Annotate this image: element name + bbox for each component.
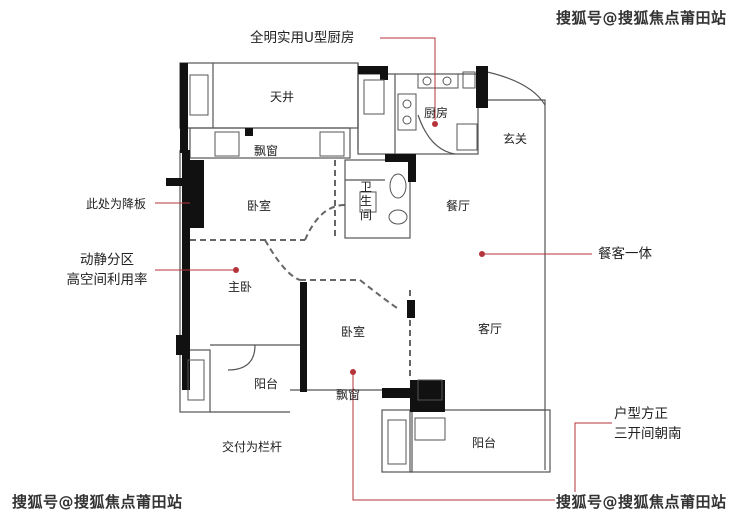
callout-zoning-line-2: 高空间利用率 (66, 272, 148, 288)
room-bathroom: 卫 生 间 (358, 180, 374, 222)
leader-lines (155, 37, 612, 501)
callout-layout-line-1: 户型方正 (614, 406, 668, 422)
bathroom-char-1: 卫 (359, 180, 372, 194)
callout-dining-living: 餐客一体 (598, 246, 652, 262)
room-living: 客厅 (478, 322, 503, 336)
room-bedroom-middle: 卧室 (341, 325, 366, 339)
room-balcony-left: 阳台 (254, 377, 279, 391)
watermark-bottom-left: 搜狐号@搜狐焦点莆田站 (12, 493, 183, 511)
callout-zoning: 动静分区 高空间利用率 (60, 250, 154, 290)
room-bedroom-top: 卧室 (247, 199, 272, 213)
bathroom-char-2: 生 (359, 194, 372, 208)
callout-layout: 户型方正 三开间朝南 (614, 404, 682, 444)
callout-dropped-slab: 此处为降板 (86, 197, 147, 211)
room-master-bedroom: 主卧 (228, 280, 253, 294)
room-balcony-right: 阳台 (472, 436, 497, 450)
bathroom-char-3: 间 (359, 208, 372, 222)
room-light-well: 天井 (270, 90, 295, 104)
watermark-bottom-right: 搜狐号@搜狐焦点莆田站 (556, 493, 727, 511)
room-bay-window-bottom: 飘窗 (336, 388, 361, 402)
room-bay-window-top: 飘窗 (254, 144, 279, 158)
leader-dots (233, 121, 485, 375)
callout-kitchen: 全明实用U型厨房 (250, 30, 355, 46)
room-entrance: 玄关 (503, 132, 528, 146)
room-kitchen: 厨房 (424, 106, 449, 120)
callout-layout-line-2: 三开间朝南 (614, 426, 682, 442)
fixtures (187, 71, 478, 465)
room-dining: 餐厅 (446, 199, 471, 213)
watermark-top-right: 搜狐号@搜狐焦点莆田站 (556, 9, 727, 27)
callout-zoning-line-1: 动静分区 (80, 252, 134, 268)
callout-railing: 交付为栏杆 (222, 440, 283, 454)
